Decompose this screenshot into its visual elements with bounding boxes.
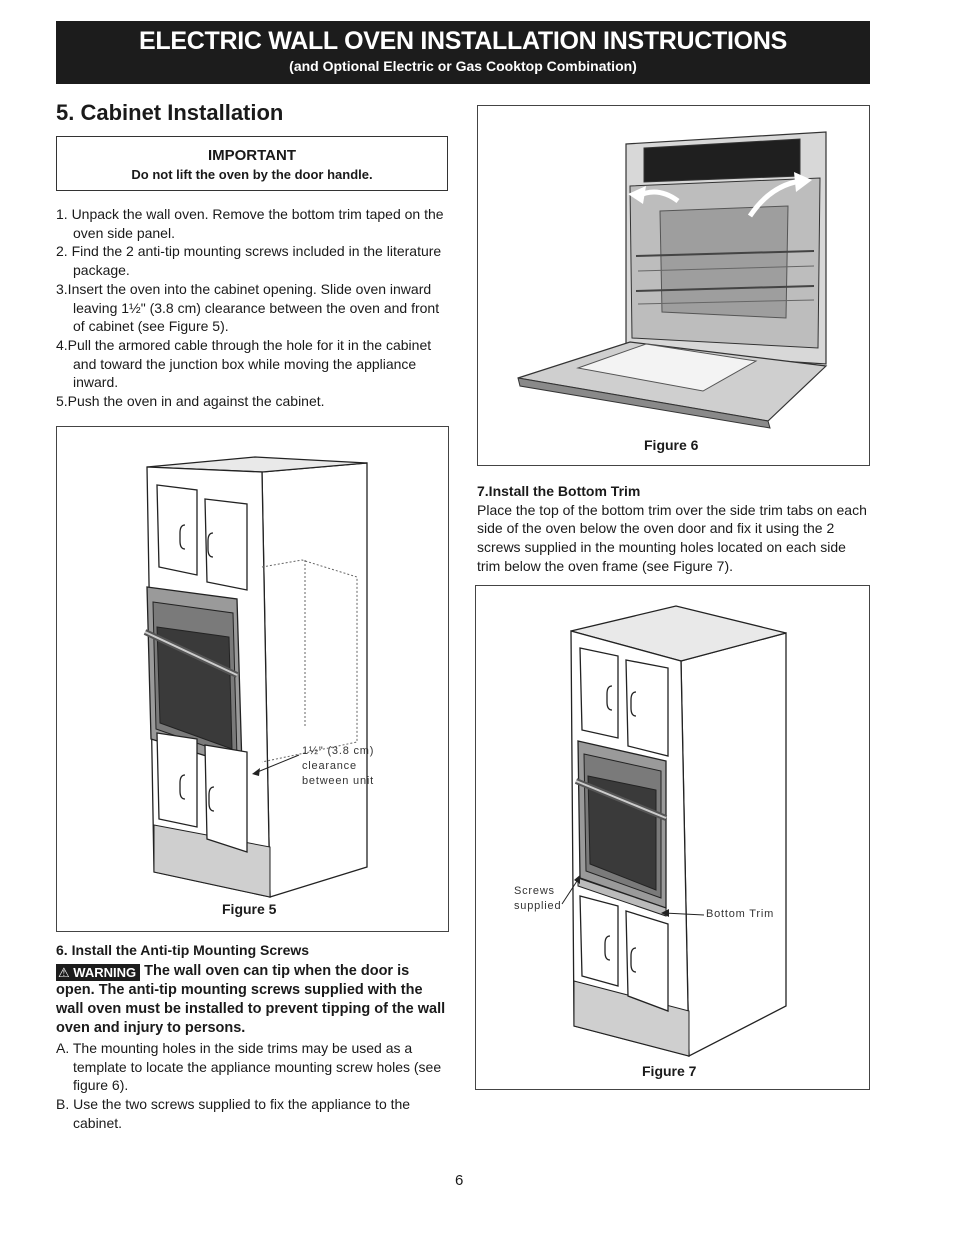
important-text: Do not lift the oven by the door handle.: [131, 167, 373, 182]
callout-line: 1½" (3.8 cm): [302, 745, 375, 757]
header-banner: ELECTRIC WALL OVEN INSTALLATION INSTRUCT…: [56, 21, 870, 84]
step-item: 5.Push the oven in and against the cabin…: [56, 393, 325, 410]
important-box: IMPORTANT Do not lift the oven by the do…: [56, 136, 448, 191]
step-6-section: 6. Install the Anti-tip Mounting Screws …: [56, 942, 451, 1133]
step-item: 3.Insert the oven into the cabinet openi…: [56, 280, 440, 335]
warning-triangle-icon: ⚠: [58, 965, 70, 980]
document-title: ELECTRIC WALL OVEN INSTALLATION INSTRUCT…: [139, 27, 787, 55]
figure-6: Figure 6: [477, 105, 870, 466]
bottom-trim-callout: Bottom Trim: [706, 908, 775, 920]
warning-text: The wall oven can tip when the door is o…: [56, 963, 446, 1036]
important-heading: IMPORTANT: [207, 147, 297, 164]
figure-7-caption: Figure 7: [642, 1063, 697, 1079]
step-item: 2. Find the 2 anti-tip mounting screws i…: [56, 243, 442, 279]
callout-line: Screws: [514, 885, 555, 897]
figure-6-caption: Figure 6: [644, 437, 699, 453]
callout-line: supplied: [514, 900, 562, 912]
step-6-item: B. Use the two screws supplied to fix th…: [56, 1096, 411, 1131]
document-subtitle: (and Optional Electric or Gas Cooktop Co…: [289, 58, 637, 74]
warning-badge: ⚠ WARNING: [56, 964, 141, 981]
callout-line: clearance: [302, 760, 357, 772]
step-7-section: 7.Install the Bottom Trim Place the top …: [477, 482, 872, 576]
installation-steps: 1. Unpack the wall oven. Remove the bott…: [56, 205, 451, 411]
clearance-callout: 1½" (3.8 cm) clearance between unit: [302, 744, 374, 789]
step-item: 1. Unpack the wall oven. Remove the bott…: [56, 206, 444, 241]
cabinet-oven-illustration: [143, 456, 368, 898]
step-6-heading: 6. Install the Anti-tip Mounting Screws: [56, 942, 310, 958]
step-6-item: A. The mounting holes in the side trims …: [56, 1040, 442, 1094]
figure-5: 1½" (3.8 cm) clearance between unit Figu…: [56, 426, 449, 932]
page-number: 6: [455, 1172, 464, 1189]
step-7-text: Place the top of the bottom trim over th…: [477, 501, 867, 574]
figure-5-caption: Figure 5: [222, 901, 277, 917]
step-7-heading: 7.Install the Bottom Trim: [477, 483, 641, 499]
section-title: 5. Cabinet Installation: [56, 100, 284, 125]
warning-label: WARNING: [73, 965, 137, 980]
open-oven-illustration: [517, 131, 828, 429]
callout-line: between unit: [302, 775, 374, 787]
step-item: 4.Pull the armored cable through the hol…: [56, 336, 432, 391]
figure-7: Screws supplied Bottom Trim Figure 7: [475, 585, 870, 1090]
step-6-items: A. The mounting holes in the side trims …: [56, 1039, 451, 1133]
screws-supplied-callout: Screws supplied: [514, 884, 561, 914]
bottom-trim-illustration: [561, 605, 787, 1058]
